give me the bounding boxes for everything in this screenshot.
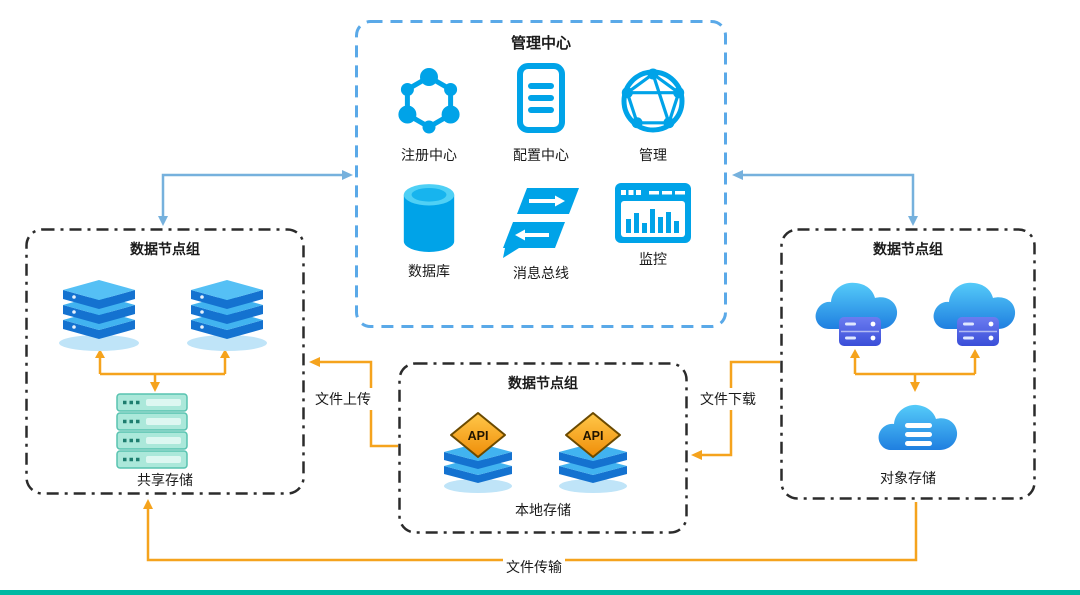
management-label: 管理 [639,147,667,163]
object-storage-icon [878,404,958,450]
data-node-group-right: 数据节点组 对象存储 [780,228,1036,500]
mgmt-item-monitor: 监控 [613,181,693,269]
config-center-icon [517,63,565,133]
file-upload-label: 文件上传 [312,388,374,410]
management-center-group: 管理中心 注册中心 [355,20,727,328]
shared-storage-label: 共享存储 [137,472,193,488]
registry-label: 注册中心 [401,147,457,163]
object-storage-label: 对象存储 [880,470,936,486]
bottom-edge-bar [0,590,1080,595]
management-center-title: 管理中心 [510,35,571,52]
mgmt-item-management: 管理 [613,61,693,165]
management-globe-icon [621,68,685,133]
data-node-group-center: 数据节点组 API API 本地存储 [398,362,688,534]
shared-storage-icon [116,393,188,469]
mgmt-item-database: 数据库 [398,181,460,281]
arrow-mgmt-right [732,170,918,226]
monitor-icon [615,183,691,243]
message-bus-icon [503,188,579,258]
database-icon [403,184,455,252]
monitor-label: 监控 [639,251,667,267]
right-group-title: 数据节点组 [873,241,943,257]
registry-icon [398,68,460,134]
left-group-title: 数据节点组 [130,241,200,257]
api-badge-text: API [468,429,489,443]
api-server-icon: API [444,412,512,493]
server-icon [187,280,267,351]
arrow-mgmt-left [158,170,353,226]
server-icon [59,280,139,351]
message-bus-label: 消息总线 [513,265,569,281]
cloud-server-icon [815,282,898,346]
data-node-group-left: 数据节点组 [25,228,305,495]
file-transfer-label: 文件传输 [503,556,565,578]
local-storage-label: 本地存储 [515,502,571,518]
config-center-label: 配置中心 [513,147,569,163]
file-download-label: 文件下载 [697,388,759,410]
database-label: 数据库 [408,263,450,279]
mgmt-item-config: 配置中心 [501,61,581,165]
center-group-title: 数据节点组 [508,375,578,391]
api-badge-text: API [583,429,604,443]
cloud-server-icon [933,282,1016,346]
api-server-icon: API [559,412,627,493]
mgmt-item-registry: 注册中心 [389,61,469,165]
management-icon-grid: 注册中心 配置中心 [355,53,727,283]
arrow-file-download [691,360,780,460]
mgmt-item-message-bus: 消息总线 [499,181,583,283]
